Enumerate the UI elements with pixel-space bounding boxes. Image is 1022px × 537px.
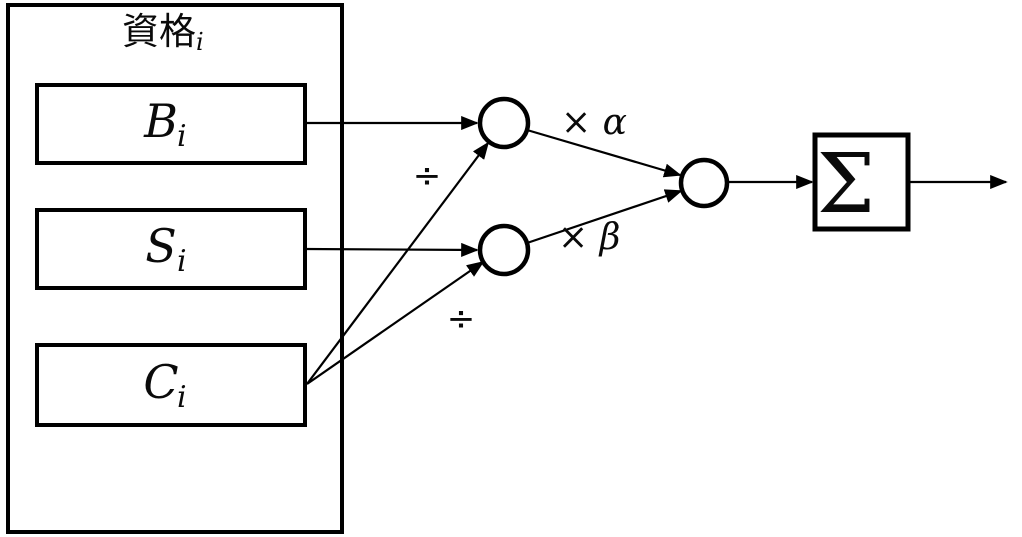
divide-sign-bottom: ÷ bbox=[447, 299, 476, 339]
divide-node-bottom bbox=[477, 223, 531, 277]
input-box-c-label: C bbox=[143, 355, 178, 409]
divide-sign-top: ÷ bbox=[413, 156, 442, 196]
arrow-top-node-to-combine bbox=[526, 128, 682, 178]
arrow-bottom-node-to-combine bbox=[526, 189, 683, 245]
input-box-b-subscript: i bbox=[177, 119, 187, 154]
arrow-c-to-top-node bbox=[306, 141, 490, 385]
input-box-s-subscript: i bbox=[177, 244, 187, 279]
alpha-weight-label: × α bbox=[561, 102, 627, 143]
sigma-symbol: Σ bbox=[817, 137, 875, 232]
input-box-b-label: B bbox=[143, 94, 178, 148]
arrow-s-to-bottom-node bbox=[304, 242, 479, 257]
group-label: 資格 bbox=[122, 10, 196, 53]
divide-node-top bbox=[477, 96, 531, 150]
beta-weight-label: × β bbox=[558, 217, 620, 258]
input-box-s-label: S bbox=[145, 219, 177, 273]
group-label-subscript: i bbox=[196, 28, 204, 56]
arrow-c-to-bottom-node bbox=[306, 260, 485, 385]
input-box-c-subscript: i bbox=[177, 380, 187, 415]
combine-node bbox=[678, 157, 730, 209]
input-box-c bbox=[35, 343, 307, 427]
qualification-group-box bbox=[6, 3, 344, 534]
